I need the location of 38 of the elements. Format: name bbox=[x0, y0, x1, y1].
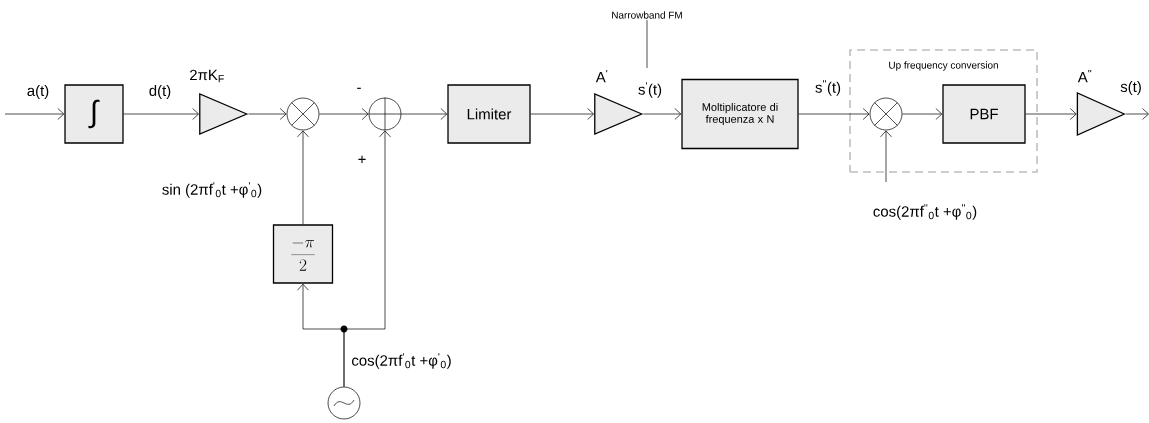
arrow bbox=[530, 108, 594, 120]
multiplier-circle bbox=[286, 97, 320, 131]
arrow bbox=[880, 130, 892, 183]
edge-label: a(t) bbox=[27, 85, 49, 99]
arrow bbox=[248, 108, 287, 120]
edge-label: sin (2πf$^{'}$$_{0}$t +φ$^{'}$$_{0}$) bbox=[162, 182, 262, 198]
arrow bbox=[1025, 108, 1077, 120]
annotation-text: Narrowband FM bbox=[612, 11, 682, 19]
adder-circle bbox=[368, 97, 402, 131]
edge-label: s(t) bbox=[1120, 81, 1141, 95]
node-label: A$^{'}$ bbox=[595, 69, 608, 83]
arrow bbox=[319, 108, 369, 120]
oscillator-circle bbox=[327, 386, 361, 420]
edge-label: + bbox=[358, 155, 366, 163]
edge-label: cos(2πf$^{''}$$_{0}$t +φ$^{''}$$_{0}$) bbox=[873, 204, 977, 220]
arrow bbox=[1125, 108, 1149, 120]
arrow bbox=[902, 108, 943, 120]
arrow bbox=[643, 108, 682, 120]
leader-line bbox=[646, 19, 648, 69]
process-box: Moltiplicatore di frequenza x N bbox=[681, 78, 799, 150]
arrow bbox=[798, 108, 870, 120]
edge-label: d(t) bbox=[149, 85, 171, 99]
arrow bbox=[401, 108, 448, 120]
process-box: PBF bbox=[942, 84, 1026, 144]
arrow bbox=[343, 130, 391, 387]
arrow bbox=[4, 108, 65, 120]
node-label: A$^{''}$ bbox=[1077, 69, 1092, 83]
process-box: ∫ bbox=[64, 84, 124, 144]
process-box: Limiter bbox=[447, 84, 531, 144]
edge-label: s$^{''}$(t) bbox=[815, 80, 841, 96]
edge-label: s$^{'}$(t) bbox=[638, 82, 662, 98]
edge-label: - bbox=[357, 87, 361, 89]
phase-shift-box: $\frac{-\pi}{2}$ bbox=[272, 224, 334, 284]
signal-label: cos(2πf$^{'}$$_{0}$t +φ$^{'}$$_{0}$) bbox=[352, 353, 451, 369]
arrow bbox=[123, 108, 199, 120]
multiplier-circle bbox=[869, 97, 903, 131]
arrow bbox=[297, 130, 309, 225]
node-label: 2πK$_{F}$ bbox=[190, 69, 224, 83]
